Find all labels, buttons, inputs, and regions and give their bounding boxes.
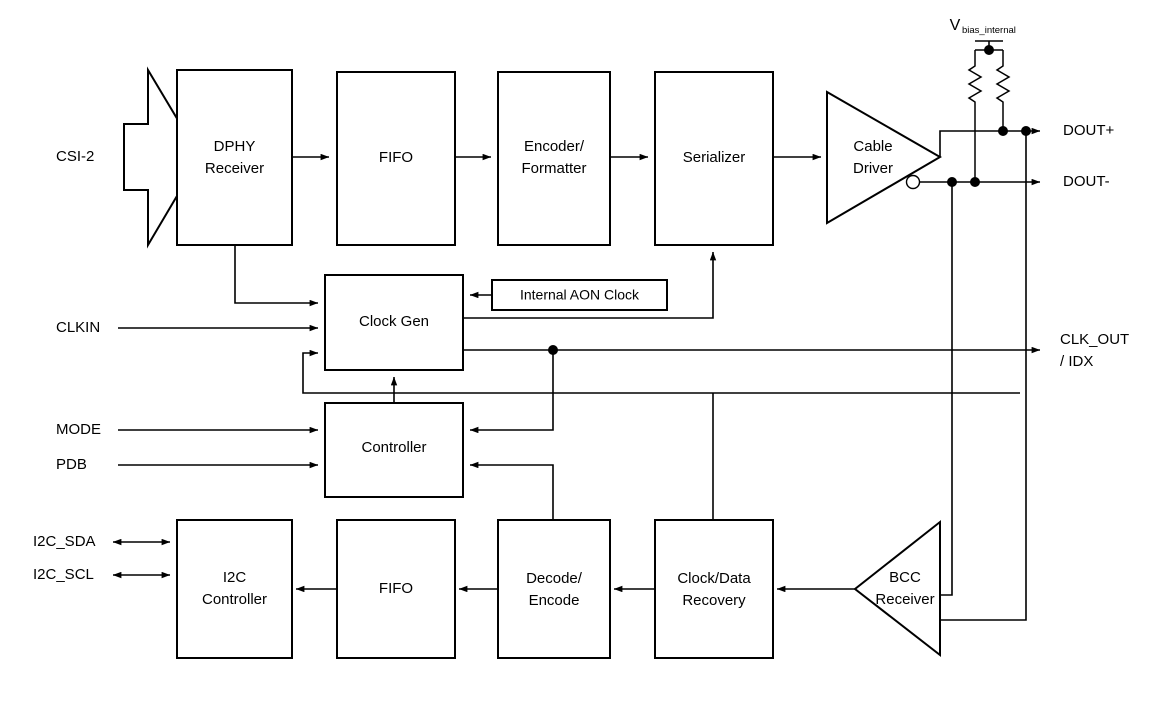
port-label-clk-out-line1: CLK_OUT <box>1060 331 1129 348</box>
port-label-mode: MODE <box>56 421 101 438</box>
block-serializer[interactable]: Serializer <box>654 71 774 246</box>
junction-dot-dout-minus-resistor <box>970 177 980 187</box>
port-label-csi2: CSI-2 <box>56 148 94 165</box>
amplifier-bcc-receiver-label-1: BCC <box>889 569 921 586</box>
block-encoder-label-1: Encoder/ <box>524 138 585 155</box>
block-controller[interactable]: Controller <box>324 402 464 498</box>
resistor-right <box>995 50 1011 131</box>
port-label-i2c-sda: I2C_SDA <box>33 533 96 550</box>
amplifier-bcc-receiver-label-2: Receiver <box>875 591 934 608</box>
wire-dout-minus-to-bcc <box>940 182 953 596</box>
port-label-clkin: CLKIN <box>56 319 100 336</box>
block-internal-aon-clock-label: Internal AON Clock <box>520 287 640 303</box>
block-fifo-top-label: FIFO <box>379 149 413 166</box>
block-cdr-label-1: Clock/Data <box>677 570 751 587</box>
block-i2c-controller[interactable]: I2C Controller <box>176 519 293 659</box>
amplifier-cable-driver[interactable]: Cable Driver <box>826 90 942 225</box>
block-decode-encode[interactable]: Decode/ Encode <box>497 519 611 659</box>
port-label-dout-plus: DOUT+ <box>1063 122 1114 139</box>
wire-decode-to-controller <box>469 461 554 528</box>
csi2-input-arrow <box>123 66 202 249</box>
amplifier-cable-driver-label-1: Cable <box>853 138 892 155</box>
block-controller-label: Controller <box>361 439 426 456</box>
block-clock-gen-label: Clock Gen <box>359 313 429 330</box>
block-dphy-receiver[interactable]: DPHY Receiver <box>176 69 293 246</box>
resistor-left <box>967 50 983 182</box>
amplifier-cable-driver-label-2: Driver <box>853 160 893 177</box>
block-fifo-bottom[interactable]: FIFO <box>336 519 456 659</box>
wire-dout-plus-to-bcc <box>940 131 1027 621</box>
block-internal-aon-clock[interactable]: Internal AON Clock <box>491 279 668 311</box>
port-label-clk-out-line2: / IDX <box>1060 353 1093 370</box>
supply-label-v: V <box>950 17 961 34</box>
port-label-pdb: PDB <box>56 456 87 473</box>
block-dphy-receiver-label-1: DPHY <box>214 138 256 155</box>
block-clock-gen[interactable]: Clock Gen <box>324 274 464 371</box>
block-encoder-label-2: Formatter <box>521 160 586 177</box>
block-clock-data-recovery[interactable]: Clock/Data Recovery <box>654 519 774 659</box>
wire-dphy-to-clockgen <box>234 245 319 307</box>
block-fifo-top[interactable]: FIFO <box>336 71 456 246</box>
inverting-output-bubble-icon <box>905 174 921 190</box>
block-encoder-formatter[interactable]: Encoder/ Formatter <box>497 71 611 246</box>
block-serializer-label: Serializer <box>683 149 746 166</box>
block-decode-label-1: Decode/ <box>526 570 583 587</box>
block-fifo-bottom-label: FIFO <box>379 580 413 597</box>
block-i2c-controller-label-2: Controller <box>202 591 267 608</box>
block-decode-label-2: Encode <box>529 592 580 609</box>
supply-label-subscript: bias_internal <box>962 25 1016 36</box>
wire-clk-branch-to-controller <box>469 350 554 434</box>
block-dphy-receiver-label-2: Receiver <box>205 160 264 177</box>
supply-vbias-internal: V bias_internal <box>950 17 1016 182</box>
wire-clockgen-to-serializer <box>463 251 717 319</box>
amplifier-bcc-receiver[interactable]: BCC Receiver <box>853 519 941 658</box>
port-label-i2c-scl: I2C_SCL <box>33 566 94 583</box>
block-i2c-controller-label-1: I2C <box>223 569 247 586</box>
junction-dot-dout-plus-resistor <box>998 126 1008 136</box>
wire-feedback-to-clockgen <box>302 349 1020 394</box>
port-label-dout-minus: DOUT- <box>1063 173 1110 190</box>
block-cdr-label-2: Recovery <box>682 592 746 609</box>
